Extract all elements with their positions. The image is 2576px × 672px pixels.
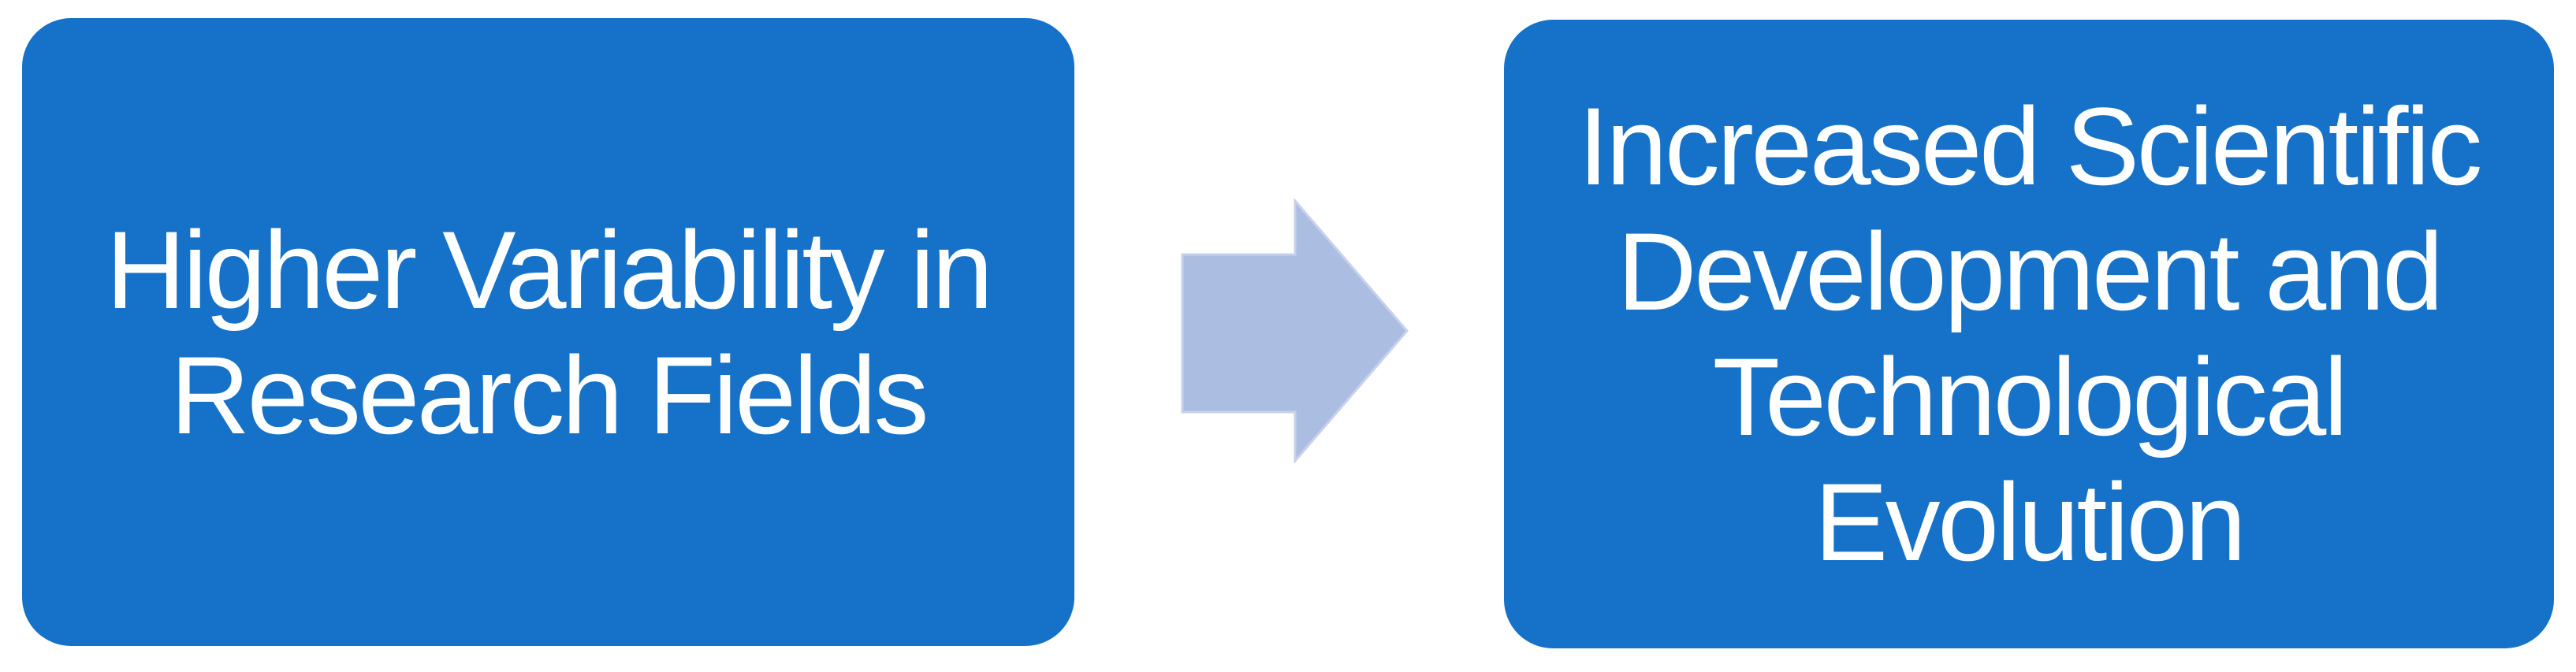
effect-box-label: Increased Scientific Development and Tec… bbox=[1578, 84, 2482, 584]
cause-box: Higher Variability in Research Fields bbox=[22, 18, 1074, 646]
cause-box-label: Higher Variability in Research Fields bbox=[106, 207, 993, 457]
right-arrow-icon bbox=[1181, 197, 1409, 465]
effect-box: Increased Scientific Development and Tec… bbox=[1504, 20, 2554, 648]
